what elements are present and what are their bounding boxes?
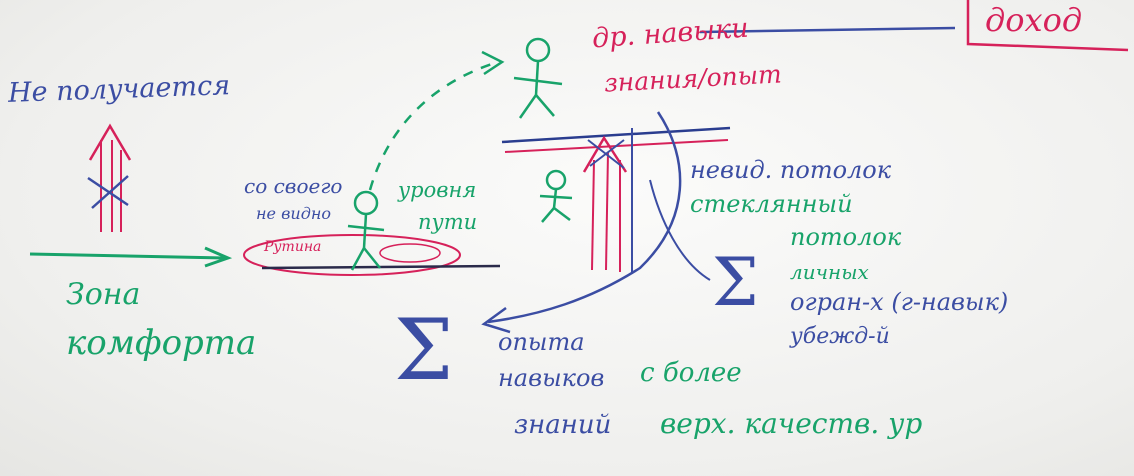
znaniy-label: знаний — [514, 410, 612, 440]
so-svoego-label: со своего — [244, 174, 343, 198]
zona-label: Зона — [66, 277, 141, 312]
routine-ellipse-red-inner — [379, 243, 441, 263]
ne-vidno-label: не видно — [256, 204, 332, 223]
opyta-label: опыта — [498, 328, 585, 356]
lichnykh-label: личных — [790, 260, 869, 284]
dohod-label: доход — [985, 1, 1083, 39]
potolok-label: потолок — [790, 223, 902, 251]
glass-ceiling-blue — [501, 126, 731, 144]
dohod-box — [966, 0, 1129, 52]
curved-arrow — [487, 111, 682, 324]
steklyannyy-label: стеклянный — [690, 190, 853, 218]
puti-label: пути — [418, 210, 478, 234]
navykov-label: навыков — [498, 364, 605, 392]
urovnya-label: уровня — [398, 178, 477, 202]
s-bolee-label: с более — [640, 358, 742, 388]
sigma-right: Σ — [712, 244, 759, 321]
comfort-zone-arrow — [29, 252, 226, 260]
verkh-kachestv-label: верх. качеств. ур — [660, 407, 923, 440]
komforta-label: комфорта — [66, 323, 257, 363]
ubezhd-label: убежд-й — [790, 324, 890, 349]
cross-mark-left — [87, 176, 129, 207]
nevid-potolok-label: невид. потолок — [690, 156, 892, 184]
dashed-arc — [368, 60, 499, 191]
sigma-left: Σ — [394, 301, 454, 399]
routine-base-line — [261, 264, 501, 270]
up-arrowhead-left — [88, 123, 132, 161]
rutina-label: Рутина — [264, 239, 322, 255]
curve-to-sigma — [649, 179, 711, 281]
ogranich-label: огран-х (г-навык) — [790, 288, 1009, 316]
top-line — [699, 26, 956, 34]
ne-poluchaetsya-label: Не получается — [7, 70, 231, 109]
routine-ellipse-red — [243, 234, 461, 276]
